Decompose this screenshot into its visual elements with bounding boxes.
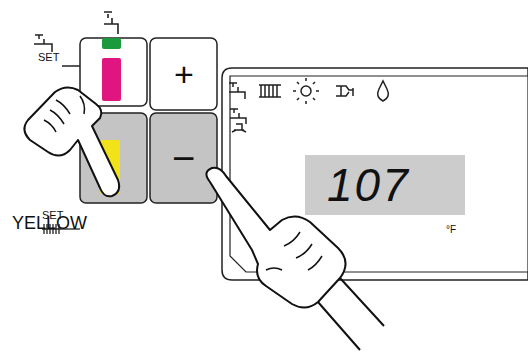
unit-label: °F: [446, 225, 456, 235]
set-label: SET: [38, 52, 59, 63]
set-label: SET: [42, 210, 63, 221]
lcd-screen: 107: [305, 155, 465, 215]
display-panel: °F 107: [222, 68, 528, 280]
button-symbol: −: [172, 138, 195, 178]
minus-button: −: [150, 113, 217, 203]
temperature-readout: 107: [327, 162, 410, 208]
plus-button: +: [150, 38, 217, 110]
button-symbol: +: [174, 57, 194, 91]
